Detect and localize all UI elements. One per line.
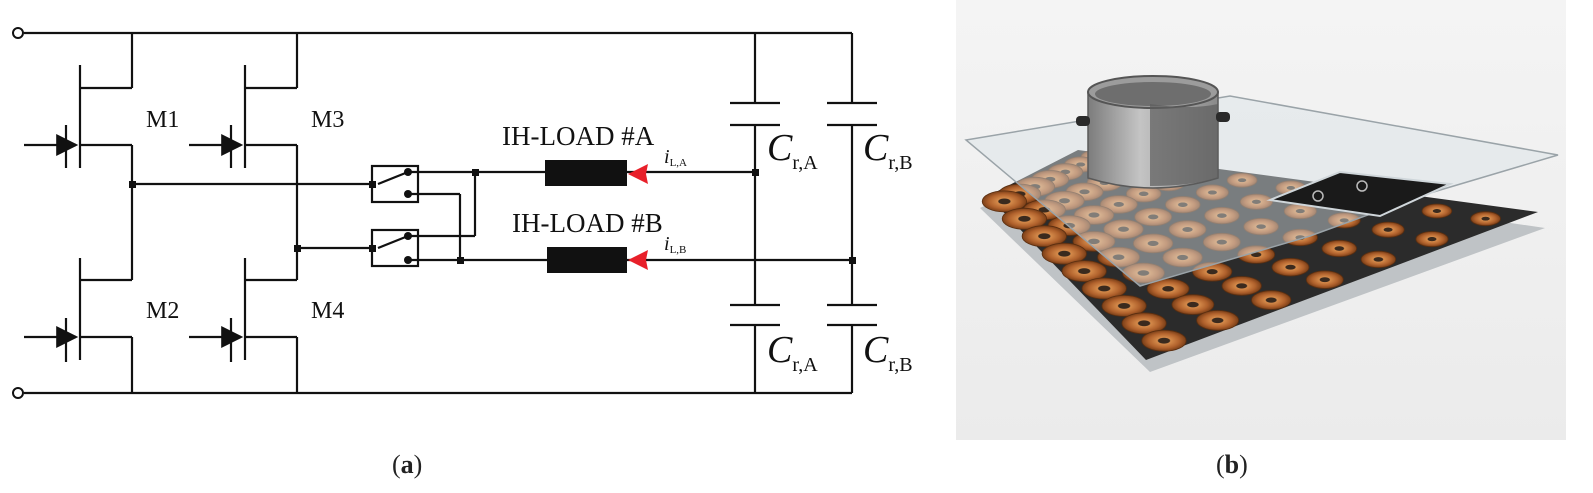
induction-coil (1204, 207, 1240, 225)
current-a-label: iL,A (664, 146, 687, 169)
induction-coil (1372, 195, 1404, 211)
load-a-block (545, 160, 627, 186)
induction-coil (1125, 185, 1162, 203)
induction-coil (1031, 170, 1070, 189)
induction-coil (1064, 156, 1098, 173)
transistor-label-m1: M1 (146, 107, 179, 133)
induction-coil (1271, 258, 1310, 277)
induction-coil (1221, 276, 1262, 296)
capacitor-label-top-a: Cr,A (767, 127, 818, 174)
induction-coil (1103, 219, 1144, 240)
load-b-label: IH-LOAD #B (512, 208, 663, 238)
induction-coil (1101, 294, 1147, 317)
induction-coil (1202, 232, 1241, 252)
current-arrow-a (628, 164, 648, 184)
induction-coil (1047, 163, 1084, 181)
induction-coil (1421, 203, 1453, 219)
bottom-terminal (12, 387, 24, 399)
induction-coil (1305, 270, 1344, 289)
induction-coil (1121, 312, 1167, 335)
top-terminal (12, 27, 24, 39)
transistor-label-m4: M4 (311, 298, 344, 324)
induction-coil (998, 183, 1042, 205)
coil-array (981, 149, 1501, 352)
induction-coil (1041, 242, 1087, 265)
induction-coil (1168, 220, 1207, 239)
transistor-label-m3: M3 (311, 107, 344, 133)
caption-b: (b) (1216, 450, 1248, 479)
induction-coil (1195, 184, 1229, 201)
load-a-label: IH-LOAD #A (502, 121, 655, 151)
induction-coil (1097, 246, 1140, 268)
induction-coil (1415, 231, 1449, 248)
induction-coil (1371, 221, 1405, 238)
induction-coil (1133, 233, 1174, 254)
induction-coil (1226, 172, 1258, 188)
induction-coil (1251, 290, 1292, 310)
induction-coil (1275, 180, 1307, 196)
current-b-label: iL,B (664, 233, 686, 256)
gate-arrows (24, 134, 244, 348)
induction-coil (1283, 203, 1317, 220)
induction-coil (1086, 174, 1123, 192)
glass-cover (964, 95, 1559, 287)
base-sheet (980, 160, 1545, 372)
inverter-circuit-diagram: M1 M3 M2 M4 IH-LOAD #A IH-LOAD #B iL,A i… (12, 27, 913, 399)
current-arrows (628, 164, 648, 270)
induction-coil (981, 190, 1028, 213)
induction-coil (1014, 176, 1056, 197)
current-arrow-b (628, 250, 648, 270)
induction-coil (1023, 199, 1066, 221)
induction-coil (1047, 215, 1091, 236)
induction-coil (1072, 231, 1116, 252)
induction-coil (1081, 277, 1127, 300)
induction-coil (1108, 165, 1142, 182)
induction-coil (1192, 261, 1233, 282)
control-panel (1266, 170, 1454, 218)
induction-coil (1152, 175, 1186, 192)
capacitor-label-bottom-a: Cr,A (767, 329, 818, 376)
induction-coil (1141, 329, 1187, 352)
induction-coil (1324, 188, 1355, 204)
induction-coil (1073, 205, 1115, 225)
induction-coil (1080, 149, 1112, 165)
induction-coil (1196, 310, 1239, 331)
induction-coil (1122, 262, 1165, 284)
induction-coil (1360, 250, 1397, 268)
induction-coil (1237, 245, 1276, 264)
junction-dots (129, 168, 856, 264)
induction-coil (1129, 157, 1160, 173)
induction-coil (1178, 165, 1209, 180)
induction-coil (1099, 195, 1138, 214)
induction-coil (1061, 260, 1107, 283)
induction-coil (1021, 225, 1067, 248)
induction-coil (1146, 278, 1190, 300)
induction-coil (1321, 239, 1357, 258)
induction-coil (1162, 247, 1203, 268)
circuit-wires (24, 31, 877, 395)
load-b-block (547, 247, 627, 273)
induction-coil (1134, 207, 1173, 227)
transistor-label-m2: M2 (146, 298, 179, 324)
induction-coil (1327, 212, 1361, 229)
induction-coil (1239, 193, 1273, 210)
induction-coil (1470, 211, 1501, 227)
induction-coil (1065, 182, 1104, 202)
induction-coil (1243, 218, 1279, 236)
coil-plate (988, 150, 1538, 360)
induction-coil (1044, 191, 1085, 211)
induction-coil (1165, 196, 1201, 214)
render-background (956, 0, 1566, 440)
caption-a: (a) (392, 450, 423, 479)
capacitor-label-top-b: Cr,B (863, 127, 913, 174)
induction-coil (1001, 207, 1048, 230)
cooking-pot (1076, 75, 1230, 189)
capacitor-label-bottom-b: Cr,B (863, 329, 913, 376)
induction-coil (1282, 228, 1318, 247)
induction-coil (1171, 294, 1215, 315)
